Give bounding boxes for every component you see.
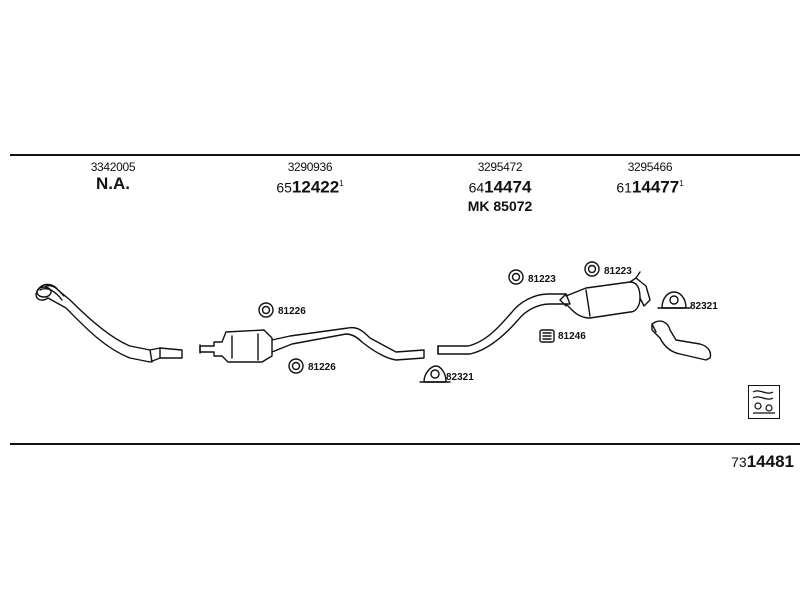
- column-front-pipe: 3342005 N.A.: [68, 160, 158, 195]
- label-clamp-right: 82321: [690, 301, 718, 312]
- kit-number-main: 14481: [746, 452, 794, 471]
- oem-number: 3295472: [477, 160, 523, 174]
- part-number-sup: 1: [339, 179, 344, 188]
- part-number-prefix: 64: [468, 179, 485, 196]
- part-number-prefix: 65: [276, 179, 292, 196]
- oem-number: 3295466: [627, 160, 673, 174]
- part-number-main: 14477: [631, 177, 680, 197]
- oem-number: 3342005: [90, 160, 136, 174]
- column-center-muffler: 3290936 65124221: [260, 160, 360, 198]
- muffler-icon: [199, 326, 425, 363]
- label-clamp-mid: 82321: [446, 372, 474, 383]
- part-number: 6414474: [455, 174, 545, 198]
- part-number: 65124221: [260, 174, 360, 198]
- rubber-ring-icon: [258, 261, 600, 374]
- part-number: N.A.: [68, 174, 158, 195]
- clamp-icon: [419, 291, 691, 383]
- label-ring-a-bottom: 81226: [308, 362, 336, 373]
- part-number: 61144771: [600, 174, 700, 198]
- column-intermediate-pipe: 3295472 6414474 MK 85072: [455, 160, 545, 214]
- label-ring-b-right: 81223: [604, 266, 632, 277]
- rubber-mount-icon: [539, 329, 555, 343]
- muffler-icon: [559, 271, 651, 319]
- kit-number-prefix: 73: [731, 454, 747, 470]
- kit-number: 7314481: [731, 452, 794, 472]
- kit-logo-icon: [748, 385, 780, 419]
- mounting-kit-number: MK 85072: [467, 198, 533, 215]
- label-ring-a-top: 81226: [278, 306, 306, 317]
- oem-number: 3290936: [287, 160, 333, 174]
- part-number-prefix: 61: [616, 179, 632, 196]
- exhaust-pipe-icon: [35, 283, 183, 363]
- label-ring-b-left: 81223: [528, 274, 556, 285]
- exhaust-pipe-icon: [437, 293, 571, 355]
- part-number-sup: 1: [679, 179, 684, 188]
- part-number-main: 12422: [291, 177, 340, 197]
- top-rule: [10, 154, 800, 156]
- bottom-rule: [10, 443, 800, 445]
- part-number-main: N.A.: [96, 174, 130, 193]
- exhaust-pipe-icon: [651, 320, 712, 361]
- column-rear-muffler: 3295466 61144771: [600, 160, 700, 198]
- part-number-main: 14474: [484, 177, 532, 197]
- label-rubber-mount: 81246: [558, 331, 586, 342]
